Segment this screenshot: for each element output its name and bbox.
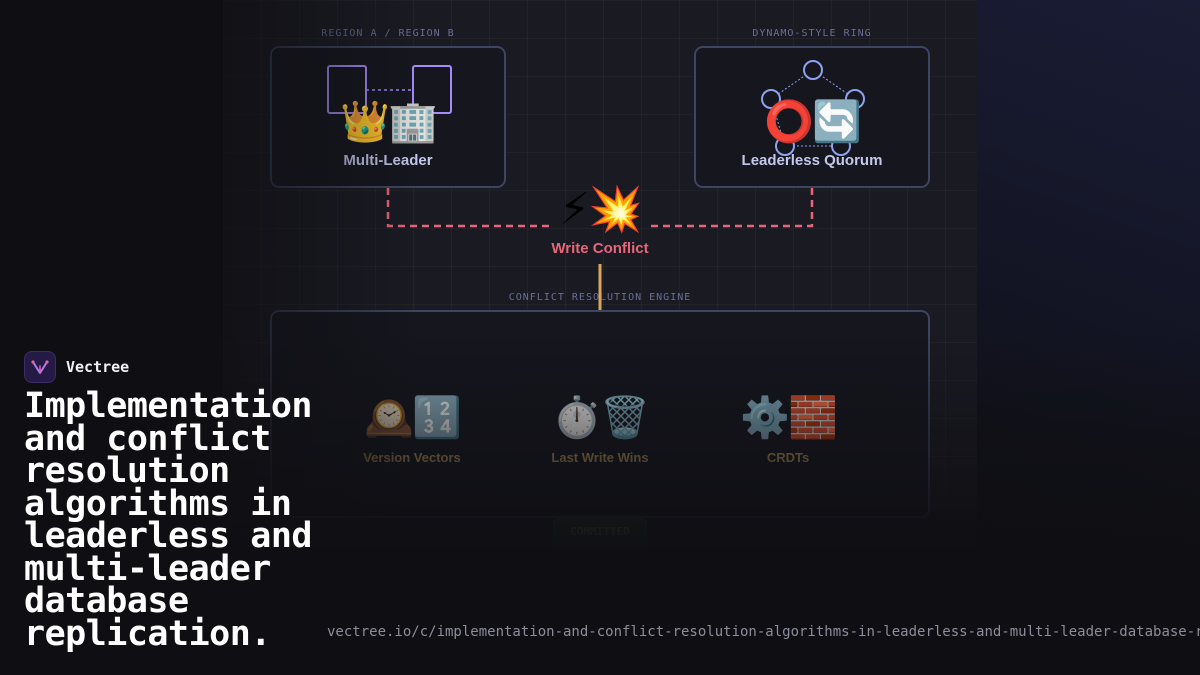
write-conflict-label: Write Conflict: [551, 240, 649, 257]
vectree-logo-icon: [24, 351, 56, 383]
brand-name: Vectree: [66, 358, 130, 376]
crown-building-icon: 👑🏢: [340, 99, 438, 145]
crdts-label[interactable]: CRDTs: [766, 450, 810, 465]
leaderless-label: Leaderless Quorum: [741, 152, 883, 169]
committed-badge: COMMITTED: [553, 518, 647, 546]
last-write-wins-label[interactable]: Last Write Wins: [551, 450, 649, 465]
multi-leader-label: Multi-Leader: [343, 152, 433, 169]
stopwatch-trash-icon: ⏱️🗑️: [552, 395, 650, 441]
ring-sync-icon: ⭕🔄: [764, 99, 862, 145]
page-url[interactable]: vectree.io/c/implementation-and-conflict…: [327, 624, 1200, 640]
background-gradient: [977, 0, 1200, 675]
leaderless-caption: DYNAMO-STYLE RING: [752, 28, 872, 39]
brand[interactable]: Vectree: [24, 350, 129, 384]
leaderless-node[interactable]: ⭕🔄 Leaderless Quorum: [694, 46, 930, 188]
multi-leader-caption: REGION A / REGION B: [321, 28, 455, 39]
page-title: Implementation and conflict resolution a…: [24, 386, 313, 654]
multi-leader-node[interactable]: 👑🏢 Multi-Leader: [270, 46, 506, 188]
gear-brick-icon: ⚙️🧱: [740, 395, 838, 441]
lightning-collision-icon: ⚡💥: [559, 184, 643, 235]
engine-caption: CONFLICT RESOLUTION ENGINE: [508, 292, 692, 303]
